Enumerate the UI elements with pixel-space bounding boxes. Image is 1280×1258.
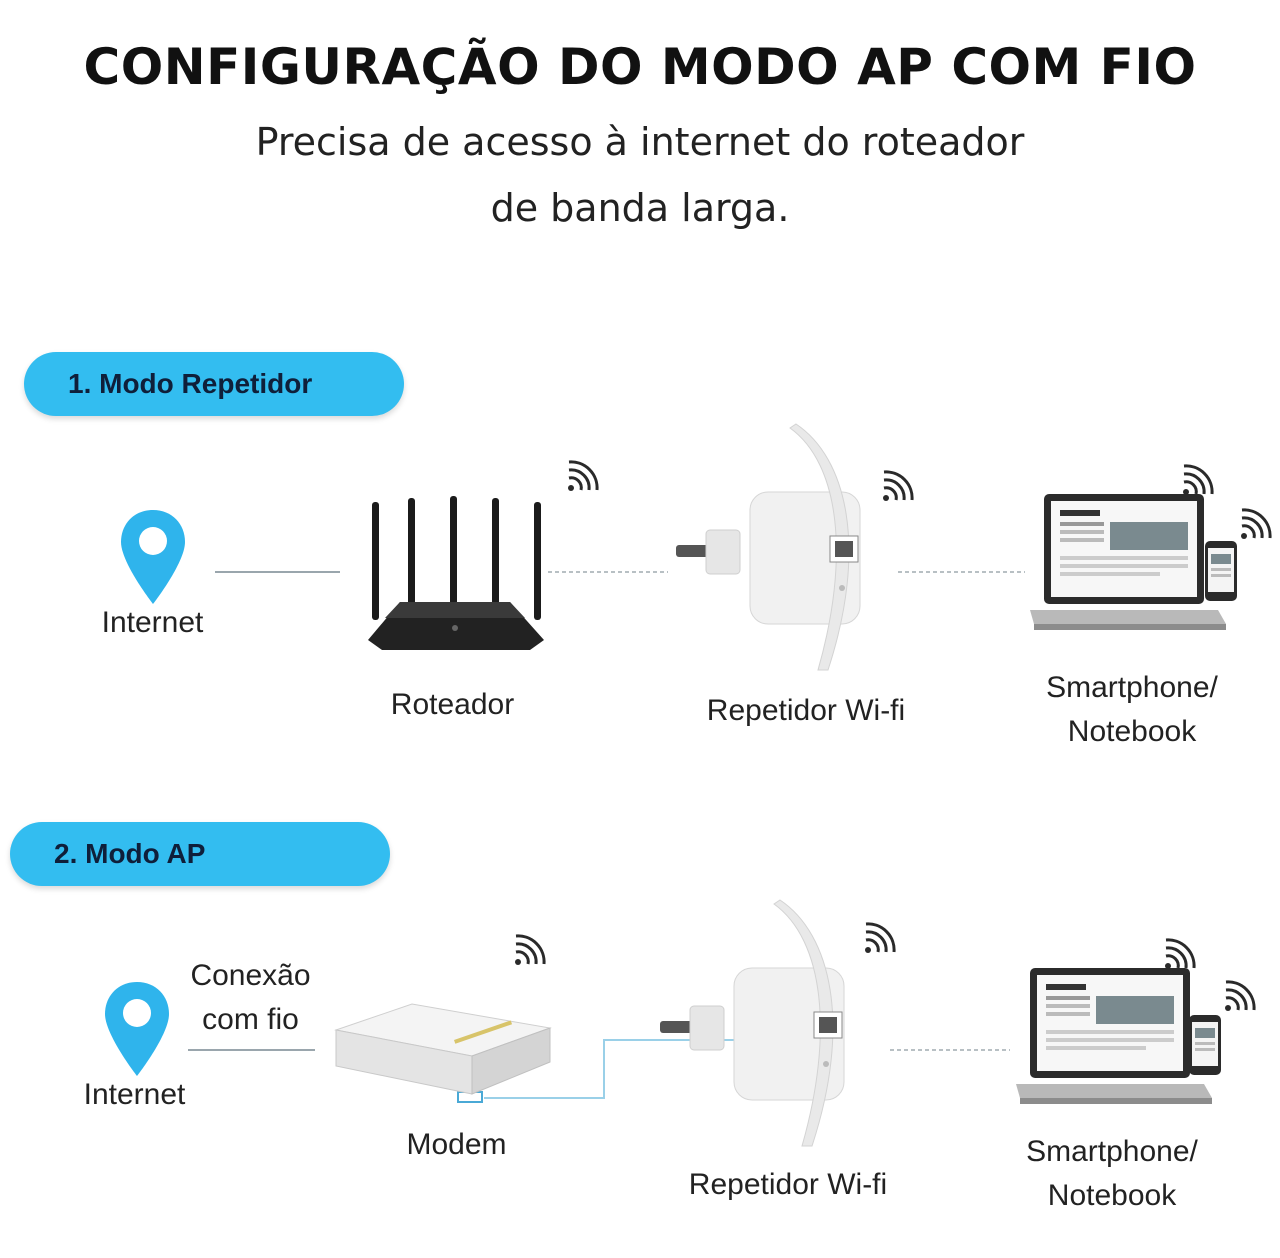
wifi-signal-icon	[515, 934, 546, 965]
repeater-label: Repetidor Wi-fi	[688, 1168, 888, 1201]
internet-label: Internet	[101, 606, 204, 639]
wifi-repeater-icon	[676, 423, 861, 671]
wifi-signal-icon	[1165, 938, 1196, 969]
wifi-signal-icon	[883, 470, 914, 501]
repeater-label: Repetidor Wi-fi	[706, 694, 906, 727]
laptop-icon	[1016, 968, 1212, 1104]
page-title: CONFIGURAÇÃO DO MODO AP COM FIO	[83, 38, 1197, 96]
wifi-signal-icon	[568, 460, 599, 491]
devices-label: Smartphone/ Notebook	[1010, 666, 1254, 754]
router-icon	[368, 496, 544, 650]
laptop-icon	[1030, 494, 1226, 630]
wifi-signal-icon	[865, 922, 896, 953]
wifi-repeater-icon	[660, 899, 845, 1147]
subtitle-line-1: Precisa de acesso à internet do roteador	[255, 120, 1025, 164]
section-badge-ap-mode: 2. Modo AP	[10, 822, 390, 886]
wired-connection-line-1: Conexão	[190, 959, 311, 992]
section-badge-repeater-mode: 1. Modo Repetidor	[24, 352, 404, 416]
wifi-signal-icon	[1183, 464, 1214, 495]
internet-label: Internet	[83, 1078, 186, 1111]
devices-label-line-1: Smartphone/	[1046, 671, 1218, 704]
wifi-signal-icon	[1225, 980, 1256, 1011]
location-pin-icon	[121, 510, 185, 604]
modem-label: Modem	[406, 1128, 507, 1161]
router-label: Roteador	[390, 688, 515, 721]
devices-label-line-1: Smartphone/	[1026, 1135, 1198, 1168]
wired-connection-label: Conexão com fio	[168, 954, 333, 1042]
subtitle-line-2: de banda larga.	[490, 186, 790, 230]
wifi-signal-icon	[1241, 508, 1272, 539]
smartphone-icon	[1189, 1015, 1221, 1075]
location-pin-icon	[105, 982, 169, 1076]
modem-icon	[334, 1003, 552, 1095]
wired-connection-line-2: com fio	[202, 1003, 299, 1036]
devices-label: Smartphone/ Notebook	[990, 1130, 1234, 1218]
devices-label-line-2: Notebook	[1067, 715, 1197, 748]
smartphone-icon	[1205, 541, 1237, 601]
devices-label-line-2: Notebook	[1047, 1179, 1177, 1212]
